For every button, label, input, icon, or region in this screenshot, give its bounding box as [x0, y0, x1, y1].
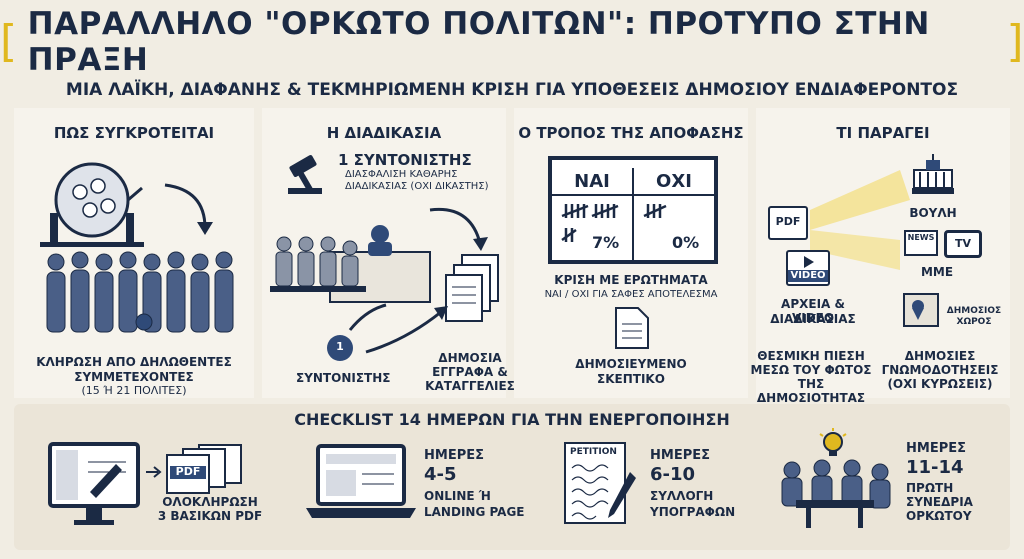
news-tag: NEWS — [907, 233, 935, 242]
opinions-label-2: ΓΝΩΜΟΔΟΤΗΣΕΙΣ — [881, 363, 999, 377]
step2-days: 4-5 — [424, 464, 457, 485]
monitor-edit-icon — [48, 442, 140, 525]
pressure-label-3: ΤΗΣ ΔΗΜΟΣΙΟΤΗΤΑΣ — [756, 377, 866, 405]
light-beams-icon — [810, 170, 910, 270]
pdf-doc-tag: PDF — [170, 465, 206, 479]
title-bar: [ ΠΑΡΑΛΛΗΛΟ "ΟΡΚΩΤΟ ΠΟΛΙΤΩΝ": ΠΡΟΤΥΠΟ ΣΤ… — [0, 6, 1024, 78]
yes-tally-icon — [561, 204, 619, 242]
step1-label-2: 3 ΒΑΣΙΚΩΝ PDF — [157, 509, 263, 523]
lottery-drum-icon — [40, 162, 144, 247]
coordinator-desc-1: ΔΙΑΣΦΑΛΙΣΗ ΚΑΘΑΡΗΣ — [345, 169, 458, 180]
formation-caption-1: ΚΛΗΡΩΣΗ ΑΠΟ ΔΗΛΩΘΕΝΤΕΣ — [36, 355, 232, 369]
tv-icon: TV — [944, 230, 982, 258]
laptop-icon — [306, 444, 416, 518]
step2-label-2: LANDING PAGE — [424, 505, 525, 519]
signature-lines-icon — [571, 464, 609, 520]
step4-days: 11-14 — [906, 457, 964, 478]
no-tally-icon — [643, 204, 667, 218]
docs-label-1: ΔΗΜΟΣΙΑ — [438, 351, 502, 365]
step4-label-3: ΟΡΚΩΤΟΥ — [906, 509, 972, 523]
title-bracket-left: [ — [0, 16, 18, 67]
step3-label-1: ΣΥΛΛΟΓΗ — [650, 489, 714, 503]
play-icon — [804, 256, 814, 268]
media-label: ΜΜΕ — [920, 265, 954, 279]
coordinator-title: 1 ΣΥΝΤΟΝΙΣΤΗΣ — [338, 151, 472, 169]
panel-formation — [14, 108, 254, 398]
formation-caption-3: (15 Ή 21 ΠΟΛΙΤΕΣ) — [81, 384, 187, 397]
step1-label-1: ΟΛΟΚΛΗΡΩΣΗ — [162, 495, 258, 509]
decision-doc-label-2: ΣΚΕΠΤΙΚΟ — [597, 372, 665, 386]
curved-arrow-icon — [164, 183, 213, 235]
parliament-building-icon — [912, 154, 954, 194]
yes-label: ΝΑΙ — [574, 171, 610, 192]
step4-label-1: ΠΡΩΤΗ — [906, 481, 954, 495]
pressure-label-2: ΜΕΣΩ ΤΟΥ ΦΩΤΟΣ — [750, 363, 872, 377]
video-file-icon: VIDEO — [786, 250, 830, 286]
no-percent: 0% — [672, 233, 700, 252]
opinions-label-3: (ΟΧΙ ΚΥΡΩΣΕΙΣ) — [887, 377, 993, 391]
video-tag: VIDEO — [788, 270, 828, 282]
pen-icon — [608, 472, 636, 518]
step2-days-word: ΗΜΕΡΕΣ — [424, 448, 484, 463]
heading-formation: ΠΩΣ ΣΥΓΚΡΟΤΕΙΤΑΙ — [53, 124, 215, 142]
no-label: ΟΧΙ — [656, 171, 692, 192]
newspaper-icon: NEWS — [904, 230, 938, 256]
files-label-2: ΔΙΑΔΙΚΑΣΙΑΣ — [770, 312, 856, 326]
title-text: ΠΑΡΑΛΛΗΛΟ "ΟΡΚΩΤΟ ΠΟΛΙΤΩΝ": ΠΡΟΤΥΠΟ ΣΤΗΝ… — [27, 6, 930, 78]
coordinator-badge-number: 1 — [336, 340, 344, 353]
files-label-1: ΑΡΧΕΙΑ & VIDEO — [781, 297, 845, 325]
heading-output: ΤΙ ΠΑΡΑΓΕΙ — [836, 124, 930, 142]
lightbulb-icon — [819, 428, 847, 456]
decision-caption-1: ΚΡΙΣΗ ΜΕ ΕΡΩΤΗΜΑΤΑ — [554, 273, 708, 287]
meeting-table-icon — [781, 459, 891, 528]
step3-days: 6-10 — [650, 464, 696, 485]
yes-percent: 7% — [592, 233, 620, 252]
step2-label-1: ONLINE Ή — [424, 489, 491, 503]
vote-board: ΝΑΙ ΟΧΙ 7% 0% — [548, 156, 718, 264]
checklist-heading: CHECKLIST 14 ΗΜΕΡΩΝ ΓΙΑ ΤΗΝ ΕΝΕΡΓΟΠΟΙΗΣΗ — [294, 410, 730, 429]
public-space-label-1: ΔΗΜΟΣΙΟΣ — [946, 306, 1002, 316]
docs-label-2: ΕΓΓΡΑΦΑ & — [432, 365, 508, 379]
courtroom-scene-icon — [270, 225, 431, 303]
step3-days-word: ΗΜΕΡΕΣ — [650, 448, 710, 463]
documents-stack-icon — [429, 207, 499, 322]
page-title: [ ΠΑΡΑΛΛΗΛΟ "ΟΡΚΩΤΟ ΠΟΛΙΤΩΝ": ΠΡΟΤΥΠΟ ΣΤ… — [0, 6, 1024, 78]
citizens-group-icon — [46, 251, 234, 333]
heading-decision: Ο ΤΡΟΠΟΣ ΤΗΣ ΑΠΟΦΑΣΗΣ — [518, 124, 744, 142]
parliament-label: ΒΟΥΛΗ — [909, 206, 957, 220]
docs-label-3: ΚΑΤΑΓΓΕΛΙΕΣ — [425, 379, 515, 393]
step4-label-2: ΣΥΝΕΔΡΙΑ — [906, 495, 973, 509]
coordinator-label: ΣΥΝΤΟΝΙΣΤΗΣ — [296, 371, 391, 385]
document-icon — [615, 307, 649, 349]
coordinator-arrows-icon — [327, 303, 448, 361]
public-space-label-2: ΧΩΡΟΣ — [956, 317, 992, 327]
formation-caption-2: ΣΥΜΜΕΤΕΧΟΝΤΕΣ — [74, 370, 194, 384]
gavel-icon — [288, 155, 322, 194]
step4-days-word: ΗΜΕΡΕΣ — [906, 441, 966, 456]
tv-tag: TV — [954, 237, 972, 250]
map-pin-icon — [903, 293, 939, 327]
heading-process: Η ΔΙΑΔΙΚΑΣΙΑ — [326, 124, 442, 142]
pressure-label-1: ΘΕΣΜΙΚΗ ΠΙΕΣΗ — [757, 349, 865, 363]
coordinator-desc-2: ΔΙΑΔΙΚΑΣΙΑΣ (ΟΧΙ ΔΙΚΑΣΤΗΣ) — [345, 181, 489, 192]
decision-caption-2: ΝΑΙ / ΟΧΙ ΓΙΑ ΣΑΦΕΣ ΑΠΟΤΕΛΕΣΜΑ — [544, 289, 718, 300]
petition-tag: PETITION — [570, 447, 617, 457]
decision-doc-label-1: ΔΗΜΟΣΙΕΥΜΕΝΟ — [575, 357, 687, 371]
title-bracket-right: ] — [1006, 16, 1024, 67]
step3-label-2: ΥΠΟΓΡΑΦΩΝ — [650, 505, 736, 519]
page-subtitle: ΜΙΑ ΛΑΪΚΗ, ΔΙΑΦΑΝΗΣ & ΤΕΚΜΗΡΙΩΜΕΝΗ ΚΡΙΣΗ… — [65, 80, 959, 100]
opinions-label-1: ΔΗΜΟΣΙΕΣ — [904, 349, 976, 363]
pdf-tag: PDF — [775, 215, 801, 228]
arrow-right-icon — [146, 466, 162, 478]
pdf-file-icon: PDF — [768, 206, 808, 240]
pdf-doc-1-icon: PDF — [166, 454, 210, 494]
